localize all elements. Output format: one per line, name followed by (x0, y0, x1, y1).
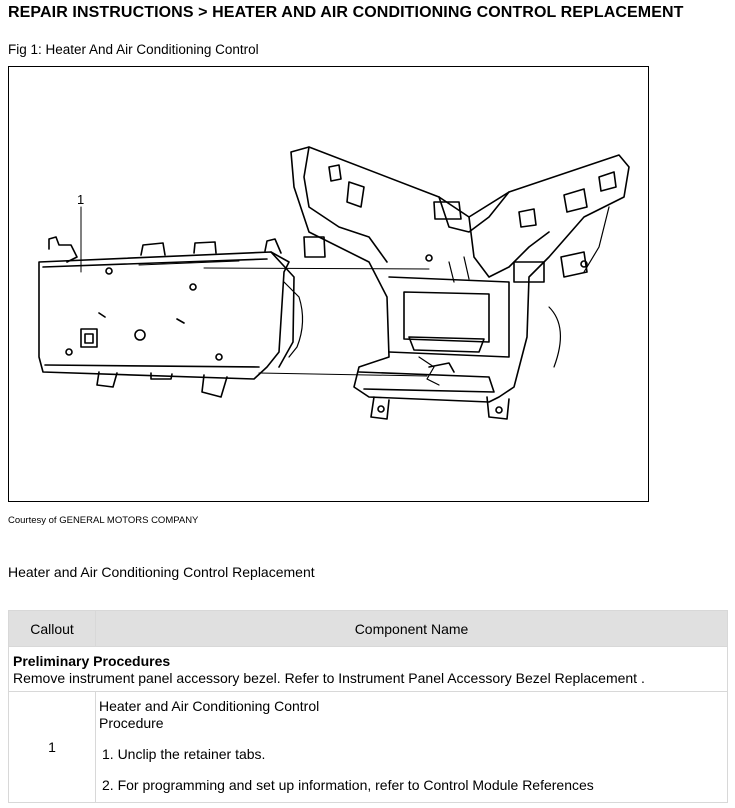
table-header-row: Callout Component Name (8, 610, 728, 647)
preliminary-cell: Preliminary Procedures Remove instrument… (8, 646, 728, 692)
procedure-steps: 1. Unclip the retainer tabs. 2. For prog… (99, 746, 724, 794)
preliminary-text: Remove instrument panel accessory bezel.… (13, 670, 645, 686)
section-title: Heater and Air Conditioning Control Repl… (8, 564, 315, 580)
component-name: Heater and Air Conditioning Control (99, 698, 320, 714)
preliminary-row: Preliminary Procedures Remove instrument… (8, 646, 728, 692)
procedure-label: Procedure (99, 715, 164, 731)
figure-illustration: 1 (8, 66, 649, 502)
procedure-step: 1. Unclip the retainer tabs. (102, 746, 266, 762)
courtesy-note: Courtesy of GENERAL MOTORS COMPANY (8, 515, 199, 526)
header-callout: Callout (8, 610, 96, 647)
row-callout: 1 (8, 691, 96, 803)
figure-caption: Fig 1: Heater And Air Conditioning Contr… (8, 42, 259, 57)
page-title: REPAIR INSTRUCTIONS > HEATER AND AIR CON… (8, 4, 684, 21)
row-component-cell: Heater and Air Conditioning Control Proc… (95, 691, 728, 803)
header-component-name: Component Name (95, 610, 728, 647)
hvac-control-drawing: 1 (38, 146, 630, 420)
figure-callout-1: 1 (77, 192, 84, 207)
mounting-bracket (290, 146, 630, 420)
hvac-control-unit (38, 236, 304, 398)
preliminary-heading: Preliminary Procedures (13, 653, 171, 669)
procedure-step: 2. For programming and set up informatio… (102, 777, 594, 793)
table-row: 1 Heater and Air Conditioning Control Pr… (8, 691, 728, 803)
procedure-table: Callout Component Name Preliminary Proce… (8, 610, 728, 803)
